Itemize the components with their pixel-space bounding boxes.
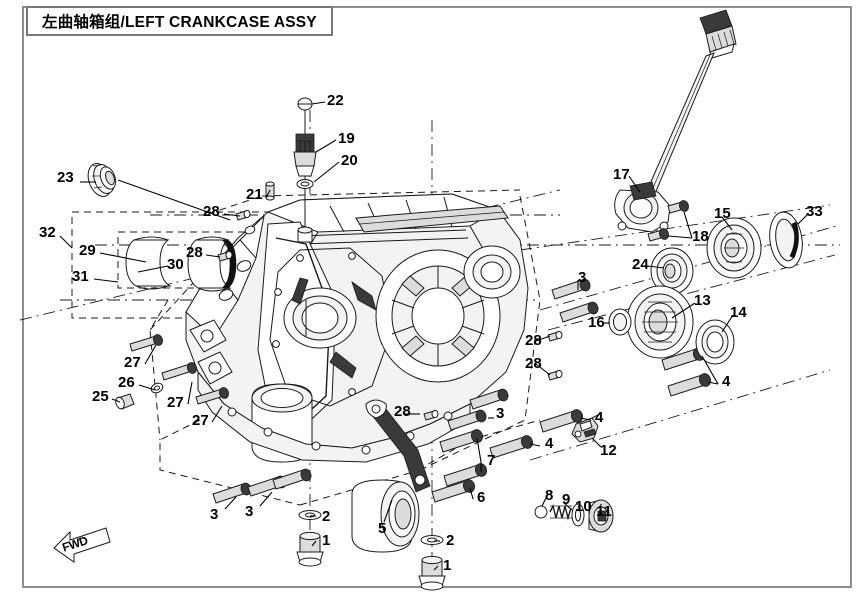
callout-8[interactable]: 8 [545,487,554,504]
callout-27[interactable]: 27 [124,354,141,371]
parts-1-2-drain-plugs [296,510,446,591]
callout-33[interactable]: 33 [806,203,823,220]
callout-3b[interactable]: 3 [245,503,254,520]
part-16-washer-ring [608,308,632,336]
crankcase-housing [185,193,529,463]
callout-27b[interactable]: 27 [167,394,184,411]
part-5-bearing-sleeve [351,399,431,553]
part-17-speed-sensor [614,9,737,233]
callout-4c[interactable]: 4 [722,373,731,390]
part-13-ball-bearing-large [626,285,694,359]
callout-19[interactable]: 19 [338,130,355,147]
callout-11[interactable]: 11 [596,503,612,520]
parts-8-9-10-11 [534,499,614,533]
callout-28b[interactable]: 28 [186,244,203,261]
callout-5[interactable]: 5 [378,520,387,537]
callout-28c[interactable]: 28 [394,403,411,420]
callout-6[interactable]: 6 [477,489,486,506]
callout-3d[interactable]: 3 [578,269,587,286]
part-33-retaining-ring [769,211,803,269]
callout-4b[interactable]: 4 [595,409,604,426]
callout-28d[interactable]: 28 [525,332,542,349]
page-title: 左曲轴箱组/LEFT CRANKCASE ASSY [42,14,317,31]
parts-29-30-bearing-shells [125,236,237,292]
callout-30[interactable]: 30 [167,256,184,273]
part-23-needle-bearing [87,163,117,197]
callout-2b[interactable]: 2 [446,532,455,549]
callout-25[interactable]: 25 [92,388,109,405]
callout-18[interactable]: 18 [692,228,709,245]
part-15-ball-bearing [706,217,762,279]
callout-21[interactable]: 21 [246,186,263,203]
callout-27c[interactable]: 27 [192,412,209,429]
diagram-title-box: 左曲轴箱组/LEFT CRANKCASE ASSY [26,6,333,36]
callout-28e[interactable]: 28 [525,355,542,372]
callout-20[interactable]: 20 [341,152,358,169]
callout-3[interactable]: 3 [210,506,219,523]
parts-28-locating-pins [217,209,563,421]
callout-16[interactable]: 16 [588,314,605,331]
callout-15[interactable]: 15 [714,205,731,222]
leader-lines [59,101,809,571]
callout-22[interactable]: 22 [327,92,344,109]
callout-1b[interactable]: 1 [443,557,452,574]
callout-28[interactable]: 28 [203,203,220,220]
callout-13[interactable]: 13 [694,292,711,309]
pressure-switch-assembly [293,97,317,243]
callout-1[interactable]: 1 [322,532,331,549]
parts-18-bolts [647,200,690,242]
callout-10[interactable]: 10 [575,498,592,515]
callout-9[interactable]: 9 [562,491,571,508]
callout-26[interactable]: 26 [118,374,135,391]
forward-arrow-icon [53,527,111,563]
part-12-oil-jet-bracket [571,413,601,443]
callout-17[interactable]: 17 [613,166,630,183]
parts-3-bolts [212,278,599,504]
callout-23[interactable]: 23 [57,169,74,186]
callout-12[interactable]: 12 [600,442,617,459]
parts-25-26-27 [115,334,230,410]
callout-14[interactable]: 14 [730,304,747,321]
callout-4[interactable]: 4 [545,435,554,452]
callout-24[interactable]: 24 [632,256,649,273]
callout-31[interactable]: 31 [72,268,89,285]
callout-7[interactable]: 7 [487,452,496,469]
part-24-oil-seal [650,247,694,295]
part-14-oil-seal [695,319,735,365]
callout-32[interactable]: 32 [39,224,56,241]
callout-3c[interactable]: 3 [496,405,505,422]
callout-2[interactable]: 2 [322,508,331,525]
callout-29[interactable]: 29 [79,242,96,259]
parts-4-6-7-bolts [431,347,712,503]
